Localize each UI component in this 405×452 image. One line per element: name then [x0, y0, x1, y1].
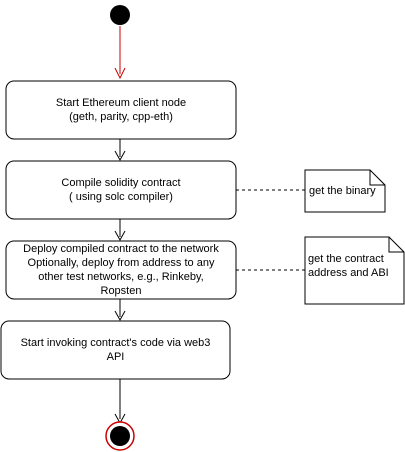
flow-arrowhead-1 [114, 150, 126, 162]
end-node [110, 426, 130, 446]
note-fold-binary [369, 170, 385, 186]
start-flow-arrowhead [114, 67, 126, 80]
step-label-deploy: Deploy compiled contract to the network … [23, 243, 219, 297]
flow-arrowhead-2 [114, 230, 126, 242]
step-label-compile: Compile solidity contract ( using solc c… [61, 177, 181, 203]
note-label-address: get the contract address and ABI [308, 253, 389, 279]
note-shape-address [304, 236, 405, 305]
note-label-binary: get the binary [309, 185, 376, 197]
step-box-invoke [0, 320, 231, 380]
note-fold-address [388, 237, 404, 253]
step-label-start-client: Start Ethereum client node (geth, parity… [55, 97, 187, 123]
note-shape-binary [304, 169, 386, 213]
step-box-start-client [5, 80, 237, 140]
step-label-invoke: Start invoking contract's code via web3 … [20, 337, 211, 363]
start-node [110, 5, 130, 25]
flow-arrowhead-3 [114, 310, 126, 322]
